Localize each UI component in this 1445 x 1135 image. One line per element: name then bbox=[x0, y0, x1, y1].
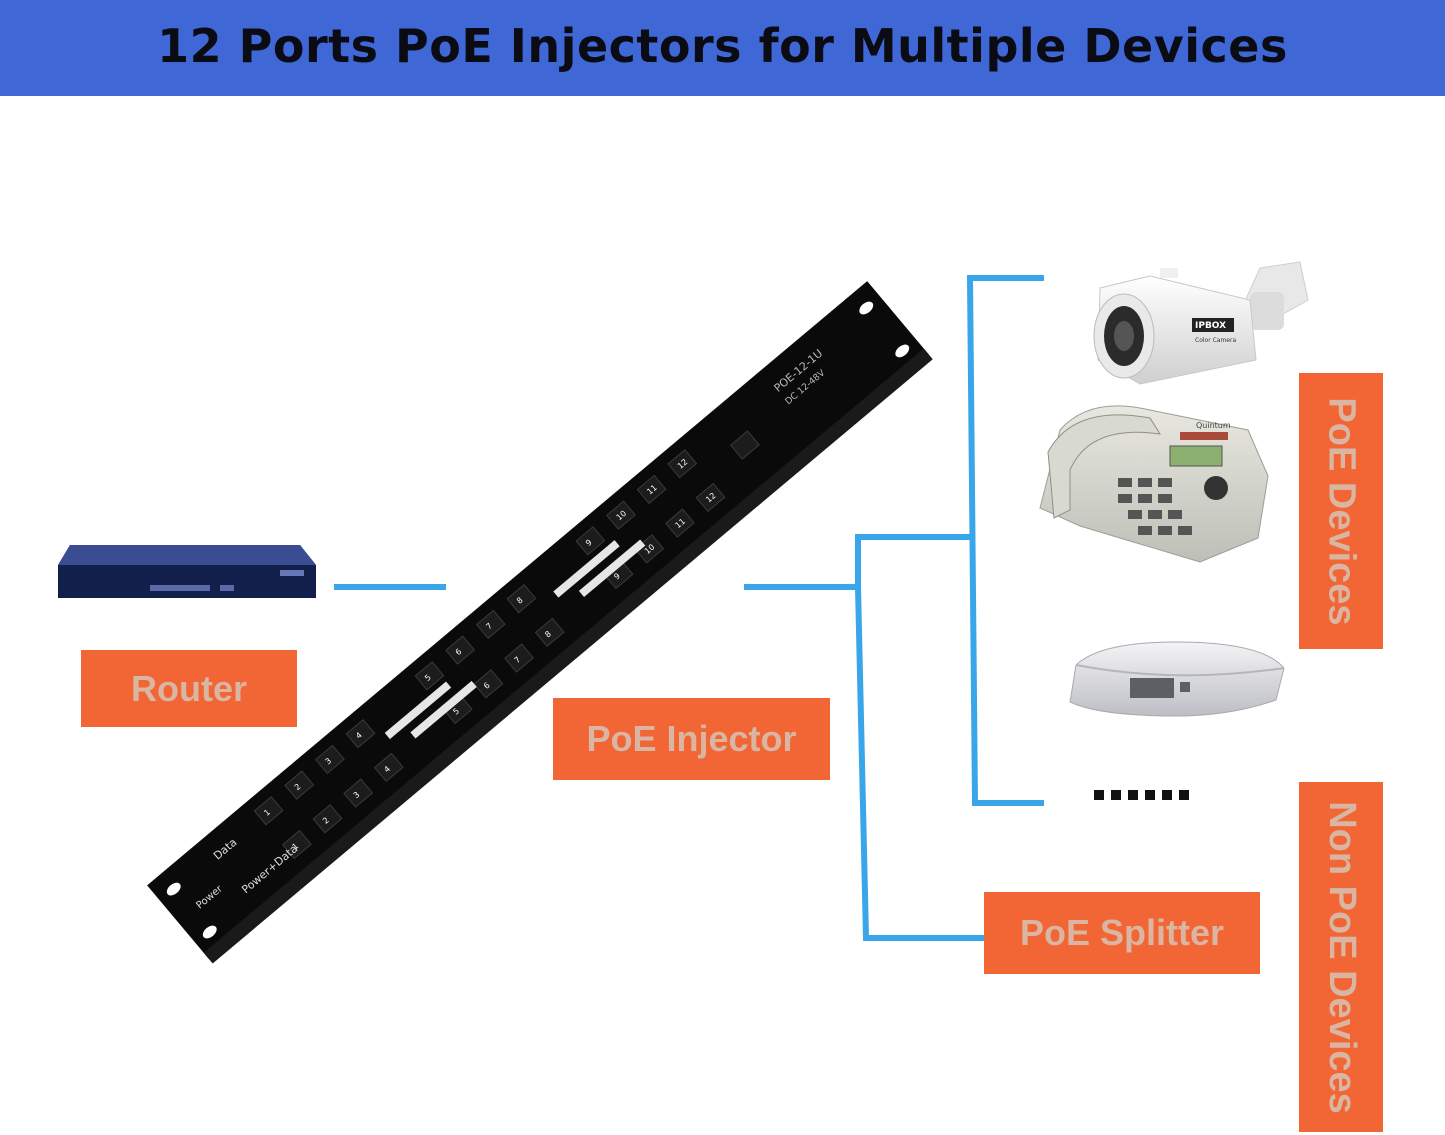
port-number-label: 2 bbox=[321, 816, 331, 826]
connector-lines bbox=[334, 275, 1044, 941]
port-number-label: 5 bbox=[423, 673, 433, 683]
non-poe-devices-label-box: Non PoE Devices bbox=[1299, 782, 1383, 1132]
port-number-label: 3 bbox=[352, 790, 362, 800]
injector-label: PoE Injector bbox=[586, 718, 797, 759]
title-banner: 12 Ports PoE Injectors for Multiple Devi… bbox=[0, 0, 1445, 96]
port-number-label: 8 bbox=[543, 629, 553, 639]
port-number-label: 9 bbox=[584, 538, 594, 548]
wireless-access-point-icon bbox=[1069, 641, 1285, 717]
port-number-label: 8 bbox=[515, 596, 525, 606]
port-number-label: 5 bbox=[451, 706, 461, 716]
port-number-label: 2 bbox=[293, 782, 303, 792]
camera-brand-label: IPBOX bbox=[1195, 321, 1226, 331]
phone-brand-label: Quintum bbox=[1196, 421, 1231, 430]
poe-injector-panel-icon: Data Power+Data Power POE-12-1U DC 12-48… bbox=[147, 281, 933, 964]
port-number-label: 4 bbox=[354, 731, 364, 741]
port-number-label: 7 bbox=[484, 621, 494, 631]
ip-phone-icon: Quintum bbox=[1039, 405, 1269, 563]
port-number-label: 1 bbox=[262, 808, 272, 818]
port-number-label: 6 bbox=[454, 647, 464, 657]
camera-subtitle-label: Color Camera bbox=[1195, 337, 1236, 344]
port-number-label: 6 bbox=[482, 681, 492, 691]
poe-devices-bus-line bbox=[966, 275, 1044, 806]
injector-label-box: PoE Injector bbox=[553, 698, 830, 780]
router-label-box: Router bbox=[81, 650, 297, 727]
splitter-branch-line bbox=[855, 586, 984, 941]
router-icon bbox=[58, 545, 316, 598]
more-devices-ellipsis bbox=[1094, 790, 1204, 804]
ip-camera-icon: IPBOX Color Camera bbox=[1093, 261, 1309, 385]
splitter-label: PoE Splitter bbox=[1019, 912, 1225, 953]
router-label: Router bbox=[131, 667, 247, 709]
splitter-label-box: PoE Splitter bbox=[984, 892, 1260, 974]
port-number-label: 1 bbox=[290, 841, 300, 851]
port-number-label: 4 bbox=[382, 764, 392, 774]
poe-devices-label-box: PoE Devices bbox=[1299, 373, 1383, 649]
port-number-label: 7 bbox=[513, 655, 523, 665]
poe-devices-label: PoE Devices bbox=[1320, 396, 1363, 626]
trunk-line bbox=[855, 534, 972, 587]
port-number-label: 9 bbox=[612, 571, 622, 581]
non-poe-devices-label: Non PoE Devices bbox=[1320, 800, 1363, 1114]
page-title: 12 Ports PoE Injectors for Multiple Devi… bbox=[157, 19, 1288, 73]
port-number-label: 3 bbox=[323, 756, 333, 766]
